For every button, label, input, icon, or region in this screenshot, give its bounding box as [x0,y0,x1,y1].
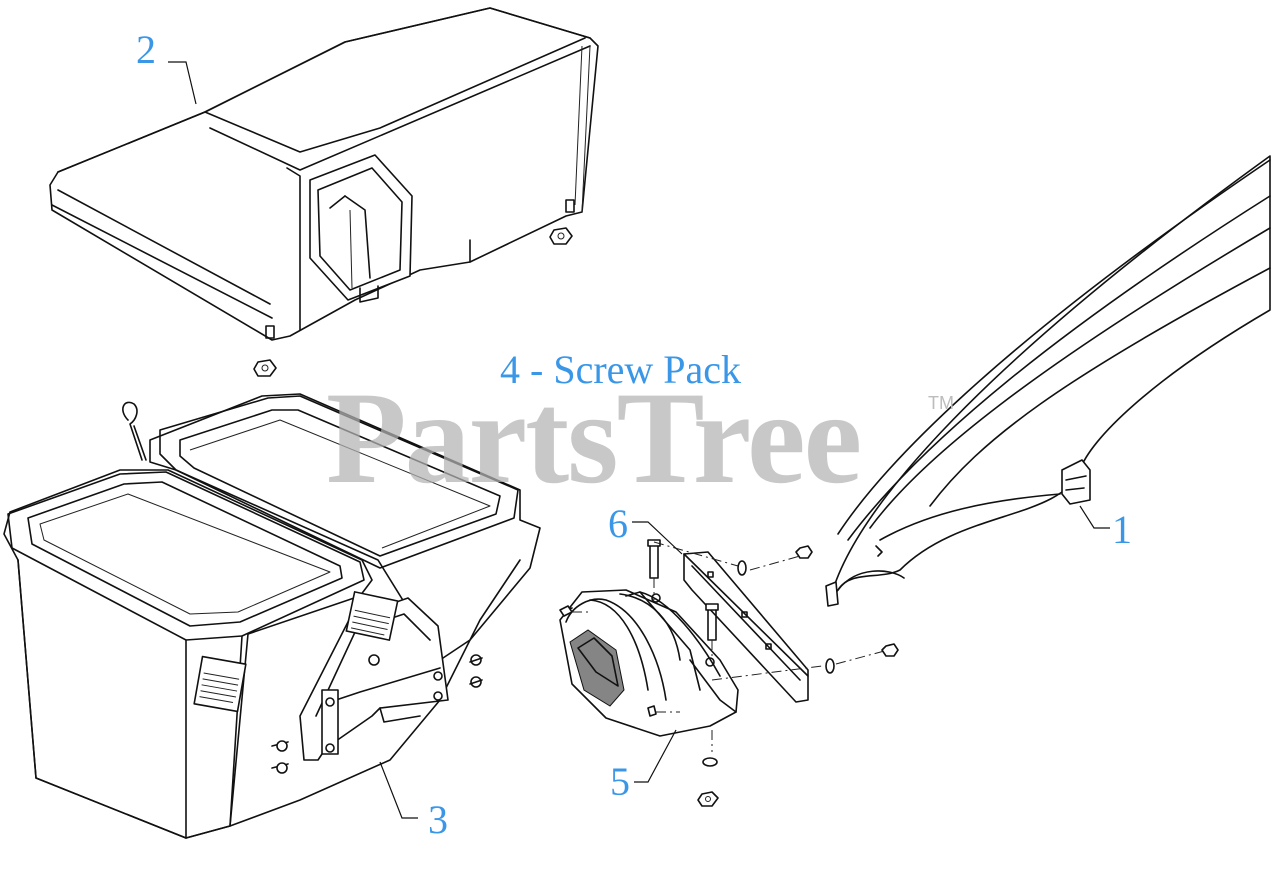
watermark-trademark: TM [928,393,954,413]
part-3-bagger-bins[interactable] [3,393,541,839]
hardware-screws [559,539,899,807]
callout-6[interactable]: 6 [608,501,628,546]
callout-1[interactable]: 1 [1112,507,1132,552]
nut-top-left [253,359,277,377]
leader-lines [168,61,1110,819]
callout-2[interactable]: 2 [136,27,156,72]
decal-rows [199,609,391,704]
part-1-chute[interactable] [825,155,1271,607]
part-6-bracket[interactable] [683,551,809,703]
watermark: PartsTree [326,364,862,511]
callout-3[interactable]: 3 [428,797,448,842]
screw-pack-label: 4 - Screw Pack [500,347,742,392]
part-5-light[interactable] [559,589,739,737]
part-2-top-cover[interactable] [49,7,599,341]
nut-top-right [549,227,573,245]
callout-5[interactable]: 5 [610,759,630,804]
bin-bolts [271,654,483,774]
